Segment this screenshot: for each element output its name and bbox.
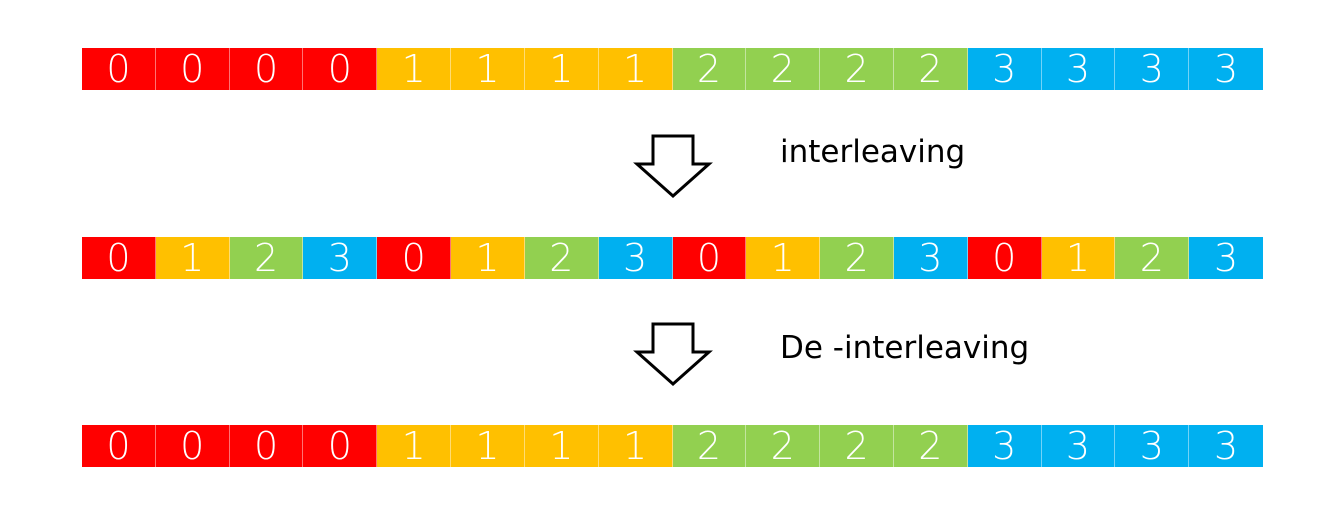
cell-block-0: 0 [155, 424, 230, 468]
step-label-interleaving: interleaving [780, 134, 966, 170]
cell-block-3: 3 [1041, 424, 1116, 468]
cell-block-3: 3 [1189, 47, 1263, 91]
cell-block-3: 3 [1115, 424, 1190, 468]
cell-block-0: 0 [229, 424, 304, 468]
cell-block-2: 2 [672, 47, 747, 91]
cell-block-3: 3 [1041, 47, 1116, 91]
cell-block-3: 3 [893, 236, 968, 280]
cell-block-1: 1 [377, 424, 452, 468]
cell-block-2: 2 [524, 236, 599, 280]
cell-block-0: 0 [155, 47, 230, 91]
cell-block-1: 1 [524, 47, 599, 91]
down-arrow-icon [633, 134, 713, 198]
cell-block-1: 1 [598, 424, 673, 468]
step-label-deinterleaving: De -interleaving [780, 330, 1030, 366]
cell-block-1: 1 [524, 424, 599, 468]
cell-block-1: 1 [1041, 236, 1116, 280]
cell-block-3: 3 [1189, 236, 1263, 280]
cell-block-2: 2 [820, 47, 894, 91]
cell-block-3: 3 [598, 236, 673, 280]
down-arrow-icon [633, 322, 713, 386]
cell-block-3: 3 [1189, 424, 1263, 468]
cell-block-3: 3 [967, 47, 1042, 91]
cell-block-1: 1 [451, 424, 525, 468]
cell-block-0: 0 [82, 236, 156, 280]
cell-block-2: 2 [672, 424, 747, 468]
cell-block-0: 0 [82, 424, 156, 468]
cell-block-1: 1 [746, 236, 821, 280]
cell-block-1: 1 [155, 236, 230, 280]
cell-block-1: 1 [451, 47, 525, 91]
cell-block-1: 1 [598, 47, 673, 91]
cell-block-2: 2 [820, 236, 894, 280]
cell-block-3: 3 [303, 236, 378, 280]
cell-block-0: 0 [672, 236, 747, 280]
cell-block-2: 2 [820, 424, 894, 468]
cell-block-0: 0 [303, 424, 378, 468]
cell-block-2: 2 [893, 47, 968, 91]
cell-block-0: 0 [303, 47, 378, 91]
cell-block-2: 2 [746, 47, 821, 91]
cell-block-0: 0 [967, 236, 1042, 280]
cell-block-0: 0 [82, 47, 156, 91]
cell-block-3: 3 [967, 424, 1042, 468]
cell-block-1: 1 [451, 236, 525, 280]
cell-block-0: 0 [377, 236, 452, 280]
cell-block-1: 1 [377, 47, 452, 91]
cell-block-3: 3 [1115, 47, 1190, 91]
cell-block-2: 2 [893, 424, 968, 468]
cell-block-0: 0 [229, 47, 304, 91]
cell-block-2: 2 [229, 236, 304, 280]
cell-block-2: 2 [746, 424, 821, 468]
cell-block-2: 2 [1115, 236, 1190, 280]
